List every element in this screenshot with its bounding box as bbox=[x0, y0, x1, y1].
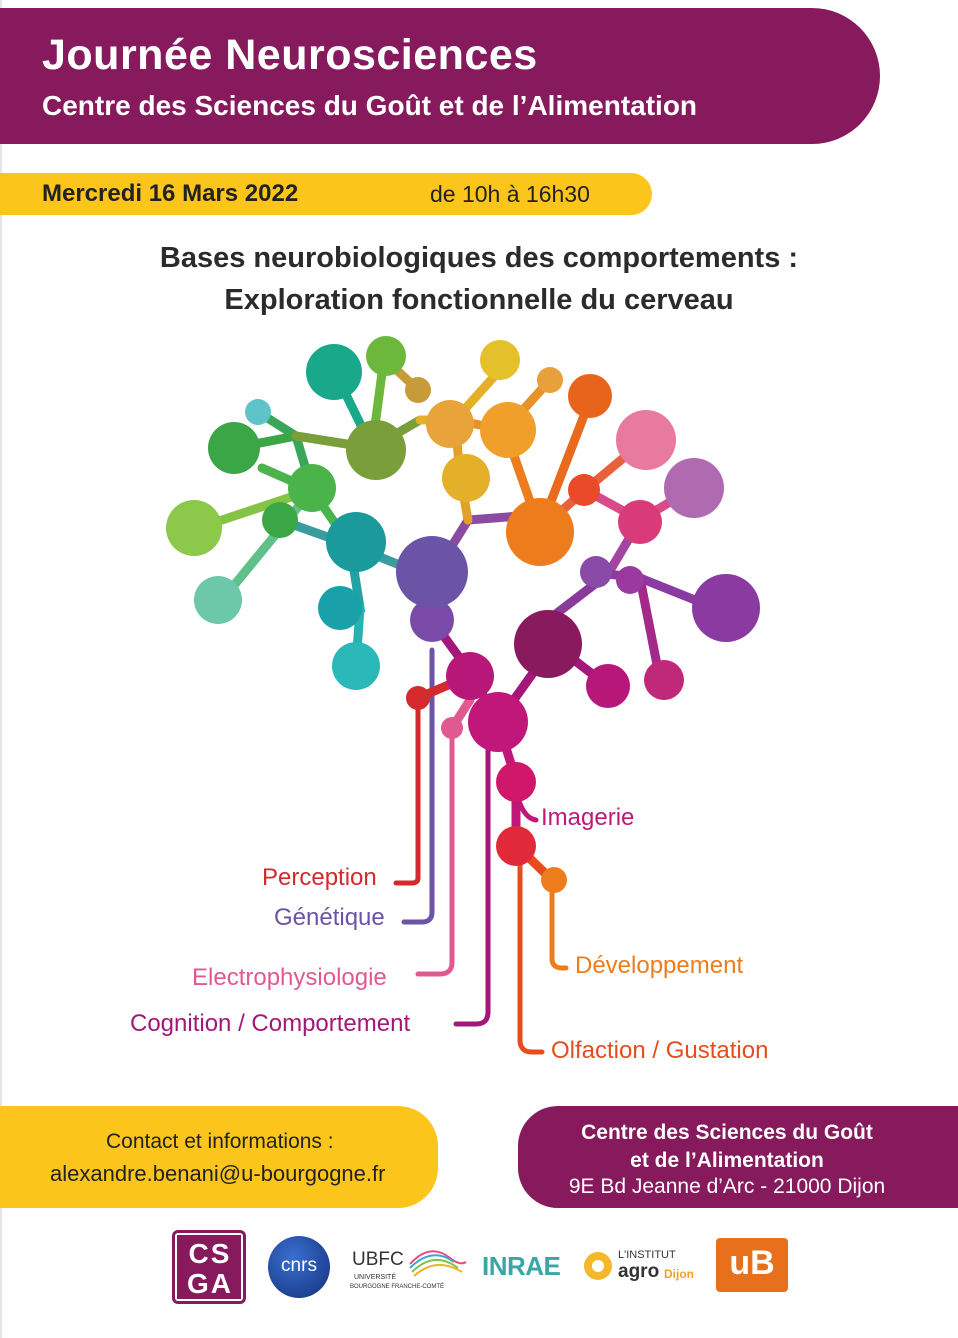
topic-line-1: Bases neurobiologiques des comportements… bbox=[159, 242, 799, 274]
event-title: Journée Neurosciences bbox=[42, 31, 538, 79]
topic-line-2: Exploration fonctionnelle du cerveau bbox=[224, 284, 734, 316]
page-edge bbox=[0, 0, 2, 1338]
branch-label-cognition: Cognition / Comportement bbox=[130, 1010, 411, 1037]
ubfc-logo: UBFC UNIVERSITÉ BOURGOGNE FRANCHE-COMTÉ bbox=[350, 1240, 470, 1296]
institut-agro-city: Dijon bbox=[664, 1267, 694, 1281]
cnrs-logo-text: cnrs bbox=[281, 1255, 317, 1276]
date-banner bbox=[0, 173, 652, 215]
address-line-2: et de l’Alimentation bbox=[630, 1149, 824, 1172]
ubfc-logo-sub2: BOURGOGNE FRANCHE-COMTÉ bbox=[350, 1284, 445, 1290]
event-subtitle: Centre des Sciences du Goût et de l’Alim… bbox=[42, 90, 698, 121]
institut-agro-name: agro bbox=[618, 1261, 660, 1282]
header-banner bbox=[0, 8, 880, 144]
ubfc-logo-sub1: UNIVERSITÉ bbox=[354, 1274, 397, 1281]
branch-label-perception: Perception bbox=[262, 864, 377, 891]
inrae-logo: INRAE bbox=[482, 1251, 561, 1281]
event-date: Mercredi 16 Mars 2022 bbox=[42, 180, 299, 207]
address-line-3: 9E Bd Jeanne d’Arc - 21000 Dijon bbox=[568, 1175, 886, 1198]
csga-logo-text: CSGA bbox=[187, 1238, 233, 1299]
ubfc-logo-text: UBFC bbox=[352, 1249, 404, 1270]
neuron-tree-illustration bbox=[166, 336, 760, 1055]
address-banner bbox=[518, 1106, 958, 1208]
csga-logo: CSGA bbox=[172, 1230, 246, 1304]
contact-email: alexandre.benani@u-bourgogne.fr bbox=[50, 1161, 386, 1186]
ub-logo-text: uB bbox=[729, 1244, 775, 1282]
branch-label-electrophysiologie: Electrophysiologie bbox=[192, 964, 387, 991]
ub-logo: uB bbox=[716, 1238, 788, 1292]
cnrs-logo: cnrs bbox=[268, 1236, 330, 1298]
event-time: de 10h à 16h30 bbox=[430, 181, 590, 207]
address-line-1: Centre des Sciences du Goût bbox=[581, 1121, 873, 1144]
contact-heading: Contact et informations : bbox=[106, 1130, 334, 1153]
contact-banner bbox=[0, 1106, 438, 1208]
ubfc-swoosh-icon bbox=[409, 1250, 467, 1277]
branch-label-genetique: Génétique bbox=[274, 904, 385, 931]
branch-label-imagerie: Imagerie bbox=[541, 804, 635, 831]
institut-agro-line1: L'INSTITUT bbox=[618, 1249, 676, 1261]
branch-label-developpement: Développement bbox=[575, 952, 744, 979]
institut-agro-icon bbox=[584, 1252, 612, 1280]
institut-agro-logo: L'INSTITUT agro Dijon bbox=[584, 1248, 704, 1292]
branch-label-olfaction: Olfaction / Gustation bbox=[551, 1037, 769, 1064]
